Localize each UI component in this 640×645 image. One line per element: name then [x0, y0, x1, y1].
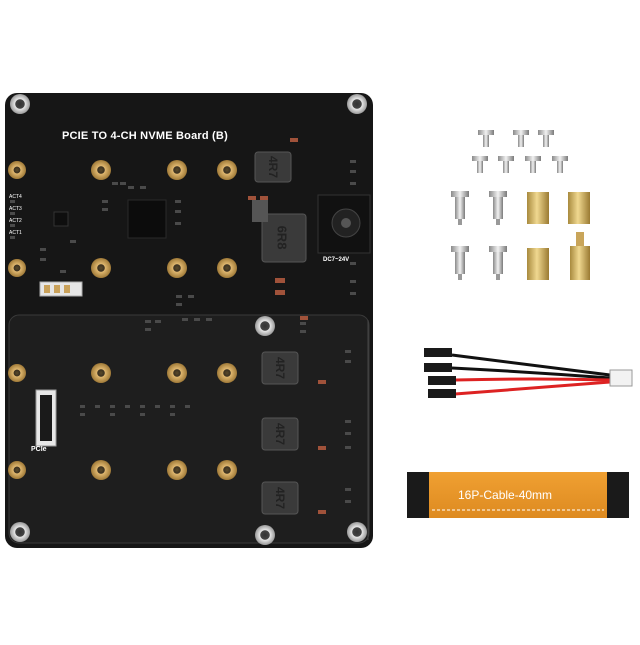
mount-hole	[10, 94, 30, 114]
fan-connector	[39, 281, 83, 297]
inductor-6r8-label: 6R8	[274, 225, 290, 250]
inductor-6r8	[261, 213, 307, 263]
inductor-4r7	[254, 151, 292, 183]
small-chip	[53, 211, 69, 227]
inductor-4r7	[261, 417, 299, 451]
inductor-4r7-label: 4R7	[266, 155, 281, 179]
inductor-4r7	[261, 351, 299, 385]
act-label: ACT4	[9, 194, 22, 200]
board-title: PCIE TO 4-CH NVME Board (B)	[62, 130, 228, 142]
pcie-switch-chip	[127, 199, 167, 239]
gold-pads	[8, 160, 237, 480]
orange-components	[248, 138, 326, 514]
mount-hole	[347, 94, 367, 114]
pcie-label: PCIe	[31, 446, 47, 453]
screws	[472, 130, 568, 173]
power-input-label: DC7~24V	[323, 257, 350, 263]
act-label: ACT1	[9, 230, 22, 236]
power-cable	[424, 348, 633, 398]
inductor-4r7-label: 4R7	[273, 486, 288, 510]
act-label: ACT3	[9, 206, 22, 212]
mount-hole	[347, 522, 367, 542]
brass-standoffs	[527, 192, 590, 280]
inductor-4r7-label: 4R7	[273, 422, 288, 446]
act-label: ACT2	[9, 218, 22, 224]
mount-hole	[255, 525, 275, 545]
steel-standoffs	[451, 191, 507, 280]
ffc-cable-label: 16P-Cable-40mm	[458, 488, 553, 502]
pcb-board	[5, 93, 373, 548]
ffc-cable	[407, 472, 629, 518]
smd-components	[10, 160, 356, 503]
inductor-4r7	[261, 481, 299, 515]
mount-hole	[255, 316, 275, 336]
mount-hole	[10, 522, 30, 542]
inductor-4r7-label: 4R7	[273, 356, 288, 380]
